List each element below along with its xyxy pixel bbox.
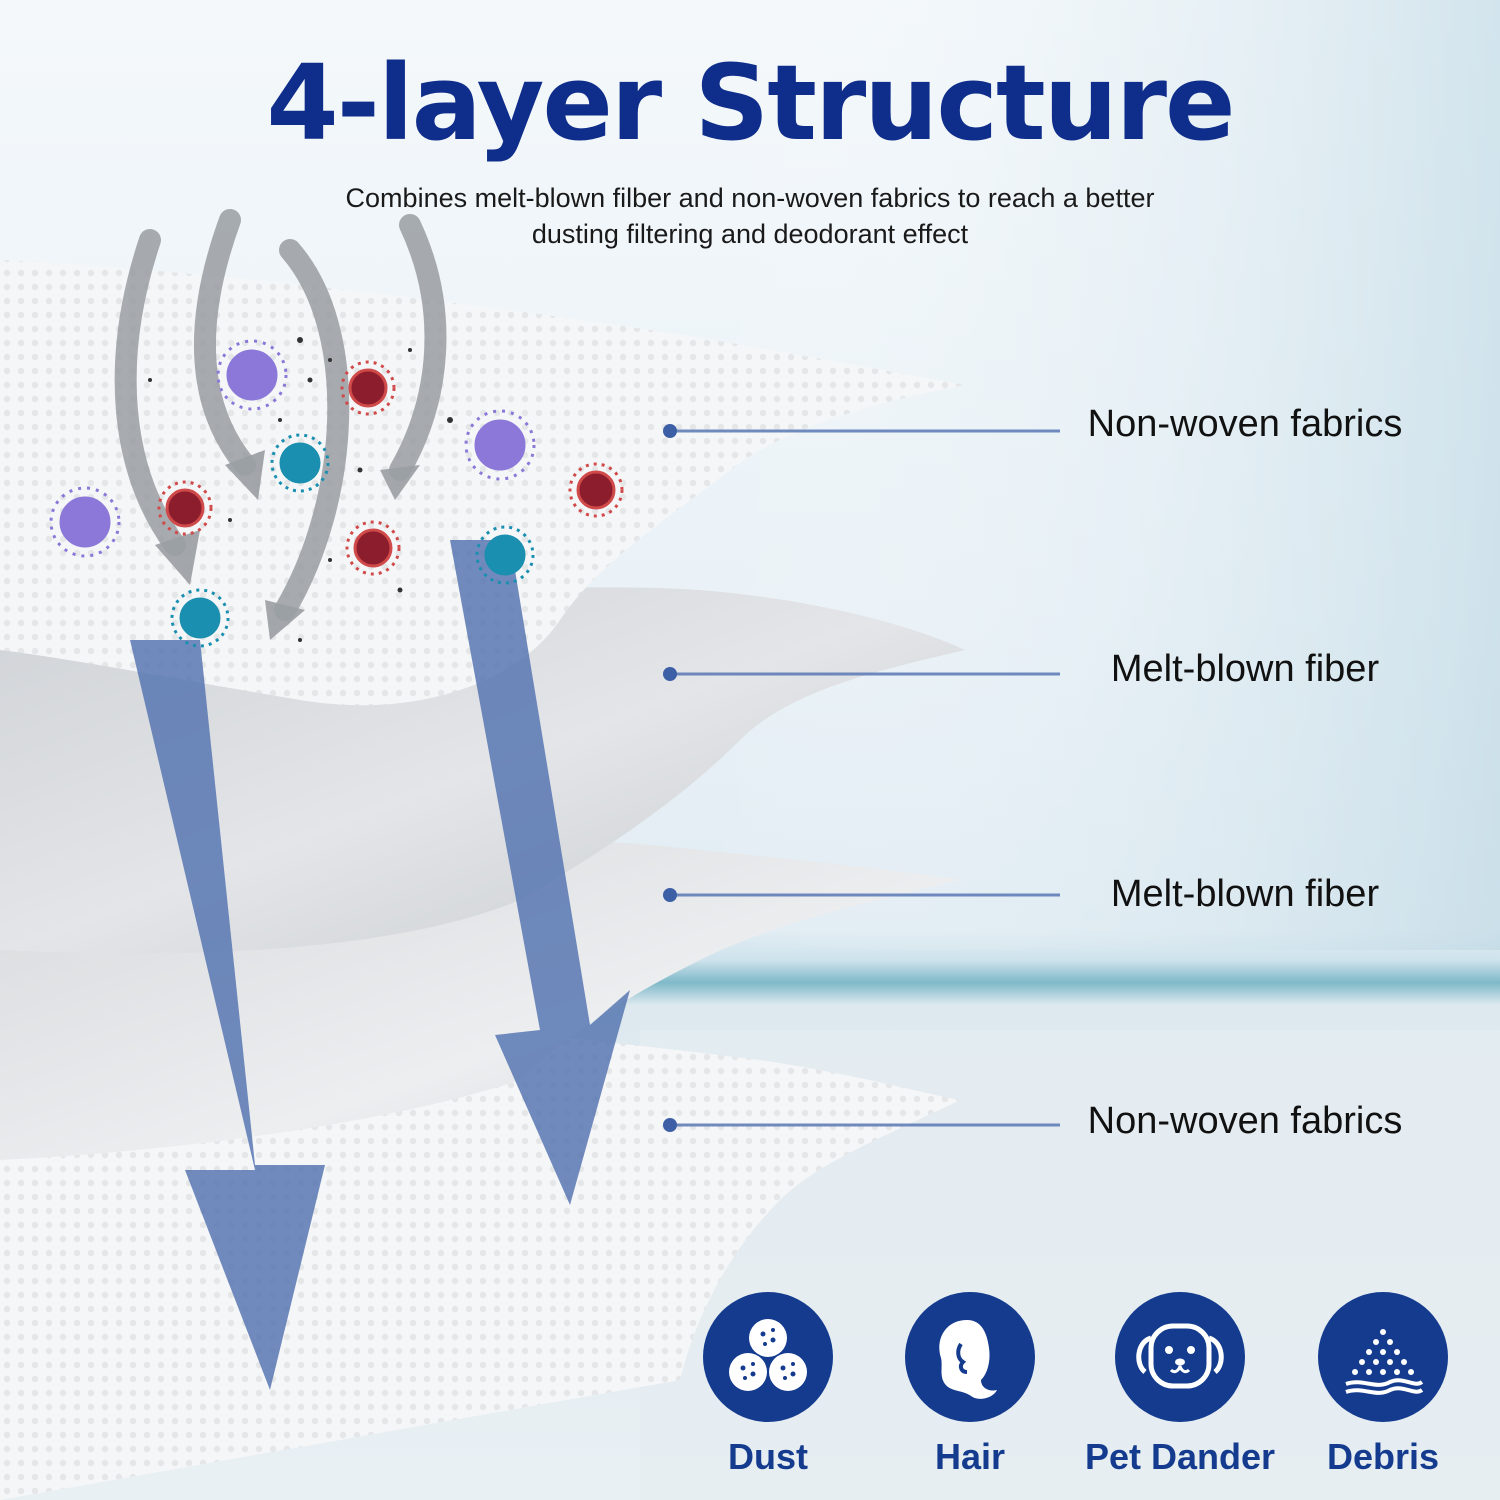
subtitle: Combines melt-blown filber and non-woven… [260, 180, 1240, 252]
virus-icon [345, 520, 401, 576]
airflow-through-arrows [130, 540, 630, 1390]
airflow-in-arrows [114, 209, 447, 621]
page-title: 4-layer Structure [266, 42, 1235, 164]
virus-icon [170, 588, 230, 648]
virus-icon [475, 525, 535, 585]
filter-label-pet-dander: Pet Dander [1084, 1436, 1276, 1477]
virus-icon [49, 486, 121, 558]
filter-item-hair: Hair [870, 1292, 1070, 1478]
virus-particles [49, 339, 624, 648]
filter-item-dust: Dust [668, 1292, 868, 1478]
layer-label-non-woven-top: Non-woven fabrics [1087, 403, 1403, 445]
layer-label-non-woven-bottom: Non-woven fabrics [1087, 1100, 1403, 1142]
pet-dander-icon [1115, 1292, 1245, 1422]
dust-particles [148, 337, 453, 642]
background-sky [700, 0, 1500, 950]
virus-icon [216, 339, 288, 411]
layer-label-melt-blown-1: Melt-blown fiber [1110, 648, 1380, 690]
virus-icon [464, 409, 536, 481]
virus-icon [157, 480, 213, 536]
filter-label-dust: Dust [728, 1436, 808, 1477]
leader-lines [663, 424, 1060, 1132]
subtitle-line: dusting filtering and deodorant effect [531, 219, 969, 249]
layer-label-melt-blown-2: Melt-blown fiber [1110, 873, 1380, 915]
dust-icon [703, 1292, 833, 1422]
hair-icon [905, 1292, 1035, 1422]
subtitle-line: Combines melt-blown filber and non-woven… [345, 183, 1155, 213]
virus-icon [340, 360, 396, 416]
filter-item-debris: Debris [1283, 1292, 1483, 1478]
filter-label-debris: Debris [1326, 1436, 1440, 1477]
debris-icon [1318, 1292, 1448, 1422]
virus-icon [270, 433, 330, 493]
filter-label-hair: Hair [934, 1436, 1006, 1477]
virus-icon [568, 462, 624, 518]
filter-item-pet-dander: Pet Dander [1080, 1292, 1280, 1478]
